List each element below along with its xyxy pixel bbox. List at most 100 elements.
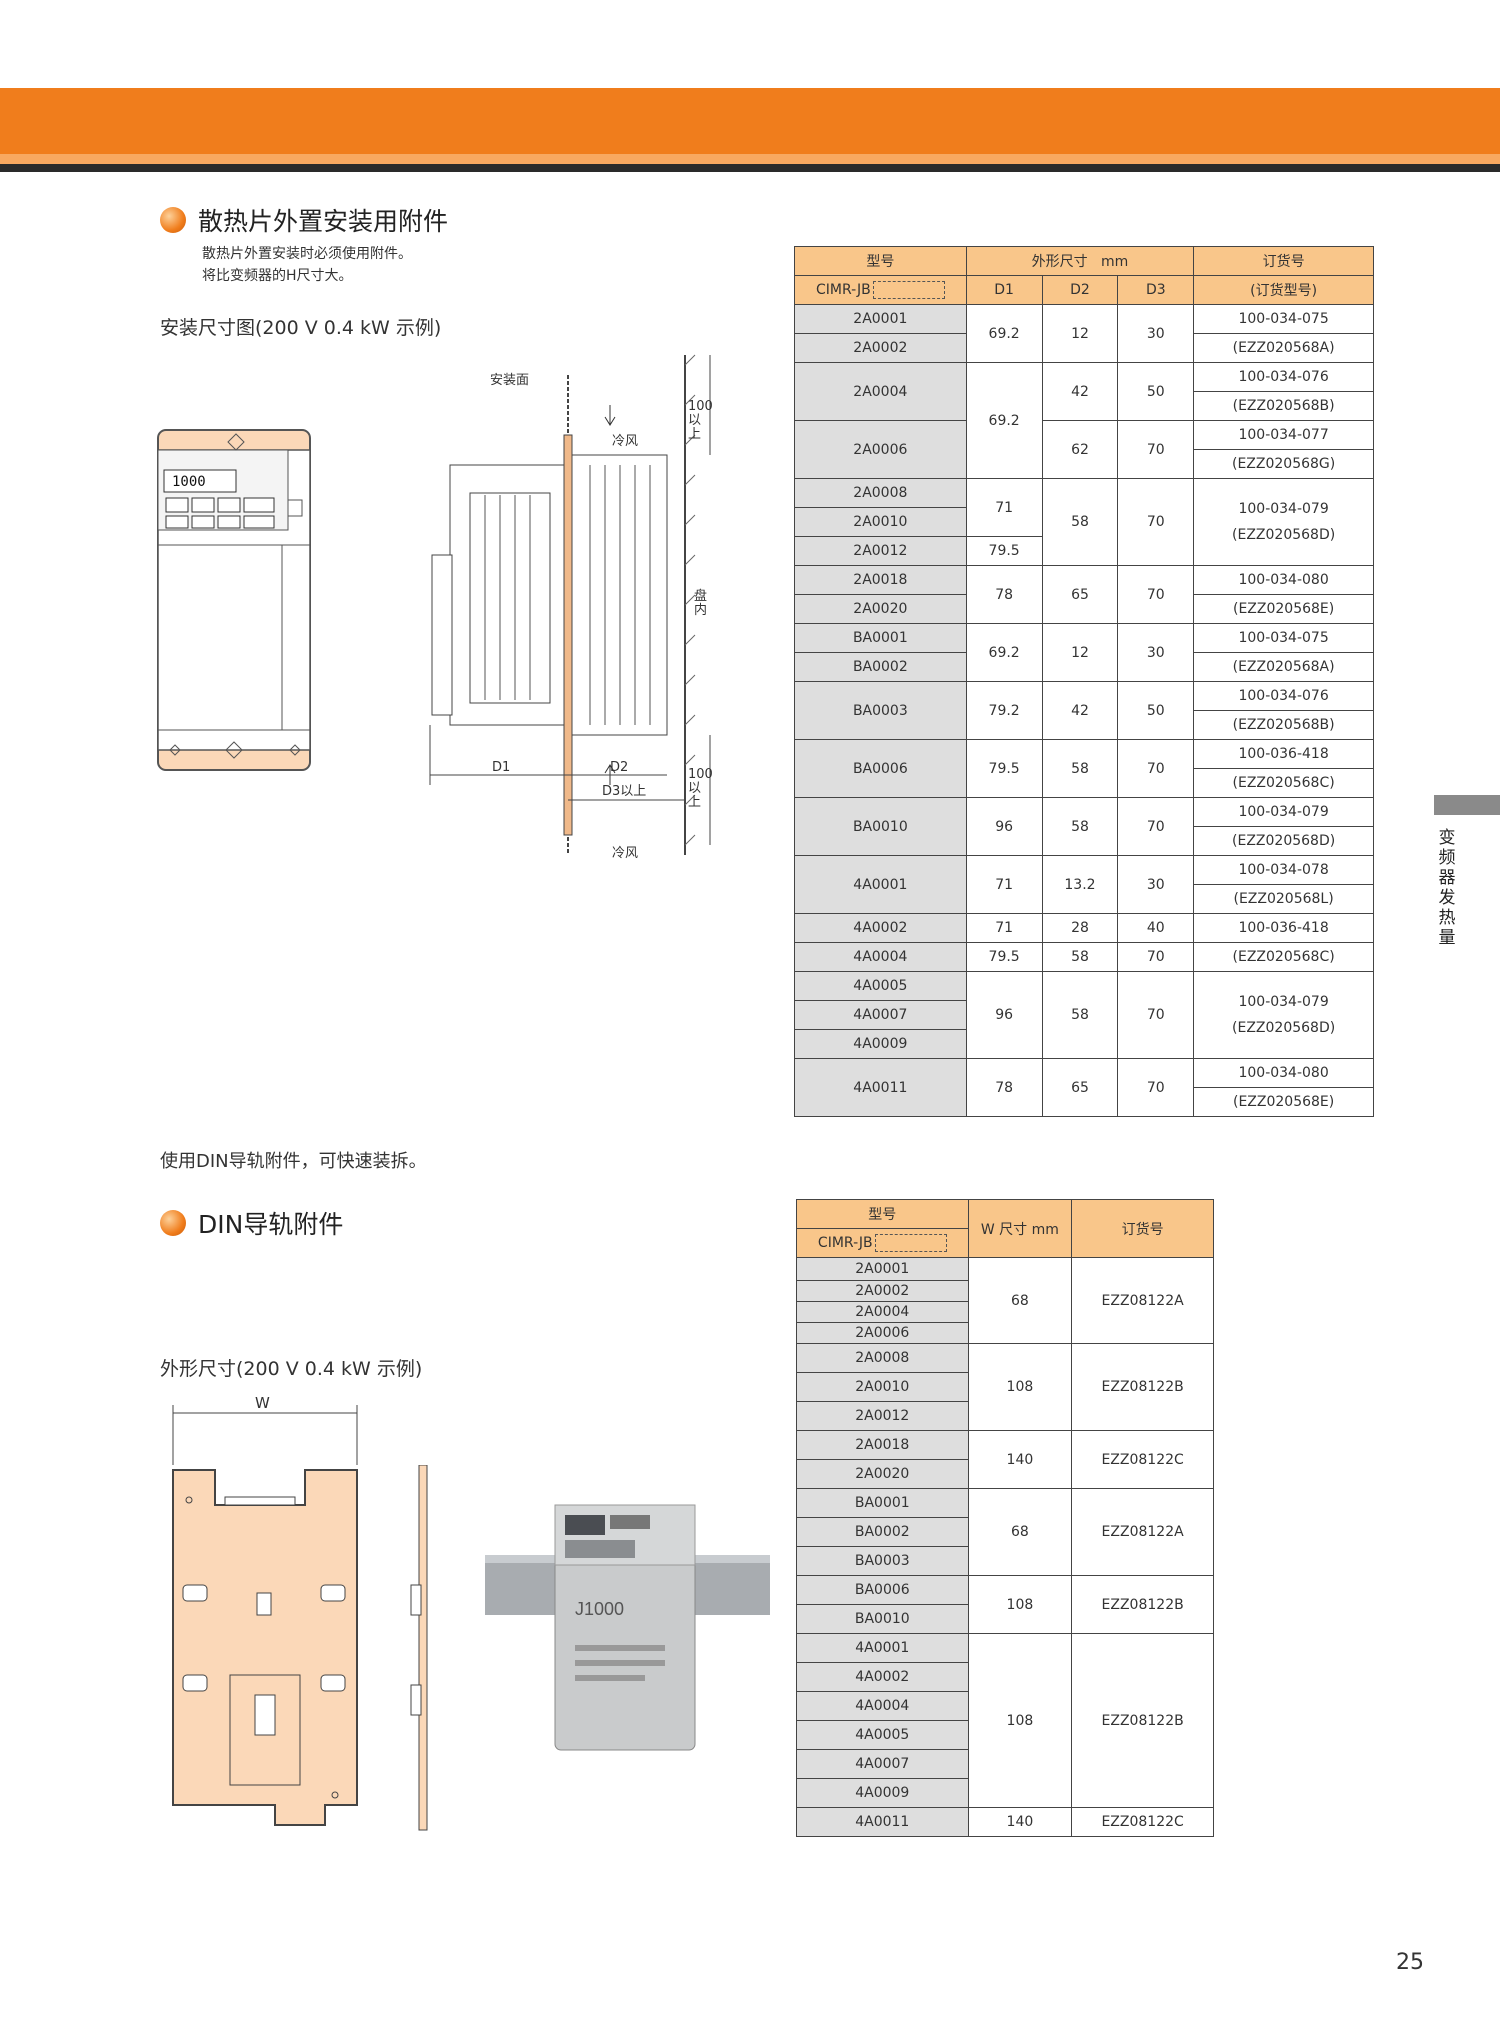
d1-cell: 69.2 <box>965 304 1043 363</box>
d1-cell: 96 <box>965 971 1043 1059</box>
order-type-cell: (EZZ020568A) <box>1193 333 1374 363</box>
orange-bullet-icon <box>160 1210 186 1236</box>
orange-bullet-icon <box>160 207 186 233</box>
th-order: 订货号 <box>1193 246 1374 276</box>
d1-cell: 71 <box>965 855 1043 914</box>
d2-cell: 12 <box>1041 304 1119 363</box>
model-cell: 2A0004 <box>794 362 967 421</box>
order-cell: 100-034-079(EZZ020568D) <box>1193 971 1374 1059</box>
d2-cell: 58 <box>1041 739 1119 798</box>
model-cell: BA0002 <box>796 1517 969 1547</box>
label-wall: 盘内 <box>694 589 708 618</box>
din-plate-drawing <box>172 1405 358 1826</box>
order-cell: EZZ08122A <box>1071 1488 1214 1576</box>
model-cell: 2A0006 <box>794 420 967 479</box>
order-type-cell: (EZZ020568B) <box>1193 391 1374 421</box>
order-cell: EZZ08122A <box>1071 1257 1214 1344</box>
order-cell: 100-034-080 <box>1193 565 1374 595</box>
order-type-cell: (EZZ020568A) <box>1193 652 1374 682</box>
d3-cell: 40 <box>1117 913 1195 943</box>
model-cell: 4A0002 <box>796 1662 969 1692</box>
order-type-cell: (EZZ020568D) <box>1193 826 1374 856</box>
label-d2: D2 <box>610 760 629 775</box>
w-cell: 68 <box>967 1488 1073 1576</box>
model-cell: 2A0012 <box>796 1401 969 1431</box>
order-type-cell: (EZZ020568L) <box>1193 884 1374 914</box>
model-cell: 2A0004 <box>796 1301 969 1323</box>
din-plate-side-view <box>410 1465 428 1831</box>
label-d3: D3以上 <box>602 784 647 799</box>
mount-side-diagram <box>429 354 711 855</box>
order-cell: 100-034-075 <box>1193 304 1374 334</box>
model-cell: 4A0009 <box>794 1029 967 1059</box>
page-number: 25 <box>1396 1950 1424 1975</box>
section-title-din: DIN导轨附件 <box>160 1205 343 1241</box>
model-cell: 2A0020 <box>794 594 967 624</box>
th-order-type: (订货型号) <box>1193 275 1374 305</box>
d3-cell: 70 <box>1117 971 1195 1059</box>
section-desc: 散热片外置安装时必须使用附件。 将比变频器的H尺寸大。 <box>202 243 412 287</box>
label-clearance-bottom: 100以上 <box>688 767 713 810</box>
order-cell: 100-036-418 <box>1193 913 1374 943</box>
order-type-cell: (EZZ020568C) <box>1193 768 1374 798</box>
model-cell: 4A0001 <box>796 1633 969 1663</box>
model-cell: 4A0005 <box>794 971 967 1001</box>
model-cell: 2A0018 <box>794 565 967 595</box>
label-cool-air-bottom: 冷风 <box>612 846 639 861</box>
header-rule <box>0 164 1500 172</box>
model-cell: 2A0002 <box>794 333 967 363</box>
w-cell: 108 <box>967 1343 1073 1431</box>
th-model-prefix: CIMR-JB <box>796 1228 969 1258</box>
d3-cell: 70 <box>1117 565 1195 624</box>
subtitle-mount-diagram: 安装尺寸图(200 V 0.4 kW 示例) <box>160 317 442 339</box>
d2-cell: 58 <box>1041 971 1119 1059</box>
model-cell: 4A0009 <box>796 1778 969 1808</box>
model-cell: 2A0018 <box>796 1430 969 1460</box>
side-tab-label: 变频器发热量 <box>1438 828 1456 948</box>
w-cell: 68 <box>967 1257 1073 1344</box>
heatsink-accessory-table: 型号 外形尺寸 mm 订货号 CIMR-JB D1 D2 D3 (订货型号) 2… <box>794 246 1374 1117</box>
d2-cell: 62 <box>1041 420 1119 479</box>
section-title-text: 散热片外置安装用附件 <box>198 207 449 236</box>
model-cell: 4A0005 <box>796 1720 969 1750</box>
model-cell: BA0010 <box>794 797 967 856</box>
model-cell: 2A0020 <box>796 1459 969 1489</box>
model-cell: 2A0010 <box>794 507 967 537</box>
order-cell: EZZ08122C <box>1071 1807 1214 1837</box>
model-cell: 4A0007 <box>794 1000 967 1030</box>
th-dims: 外形尺寸 mm <box>965 246 1195 276</box>
d2-cell: 42 <box>1041 681 1119 740</box>
model-cell: 4A0004 <box>796 1691 969 1721</box>
order-type-cell: (EZZ020568B) <box>1193 710 1374 740</box>
model-cell: 4A0004 <box>794 942 967 972</box>
d3-cell: 70 <box>1117 420 1195 479</box>
section-title-text: DIN导轨附件 <box>198 1210 344 1239</box>
d3-cell: 70 <box>1117 478 1195 566</box>
model-cell: 2A0008 <box>796 1343 969 1373</box>
order-cell: 100-034-079 <box>1193 797 1374 827</box>
model-cell: BA0003 <box>796 1546 969 1576</box>
d3-cell: 70 <box>1117 1058 1195 1117</box>
model-cell: BA0010 <box>796 1604 969 1634</box>
order-cell: 100-036-418 <box>1193 739 1374 769</box>
order-cell: 100-034-075 <box>1193 623 1374 653</box>
order-cell: EZZ08122B <box>1071 1633 1214 1808</box>
label-mount-surface: 安装面 <box>490 373 530 388</box>
d2-cell: 58 <box>1041 478 1119 566</box>
drive-front-view: 1000 <box>157 429 311 771</box>
order-cell: 100-034-078 <box>1193 855 1374 885</box>
d1-cell: 79.5 <box>965 739 1043 798</box>
model-cell: BA0001 <box>794 623 967 653</box>
order-cell: 100-034-077 <box>1193 420 1374 450</box>
label-w: W <box>255 1394 270 1412</box>
d3-cell: 70 <box>1117 942 1195 972</box>
order-type-cell: (EZZ020568G) <box>1193 449 1374 479</box>
din-accessory-table: 型号 W 尺寸 mm 订货号 CIMR-JB 2A0001 68 EZZ0812… <box>796 1199 1214 1837</box>
order-cell: EZZ08122B <box>1071 1343 1214 1431</box>
th-w: W 尺寸 mm <box>967 1199 1073 1258</box>
model-cell: 2A0012 <box>794 536 967 566</box>
product-on-din-rail-photo: J1000 <box>485 1504 770 1751</box>
d1-cell: 79.5 <box>965 942 1043 972</box>
order-cell: EZZ08122B <box>1071 1575 1214 1634</box>
d3-cell: 50 <box>1117 681 1195 740</box>
